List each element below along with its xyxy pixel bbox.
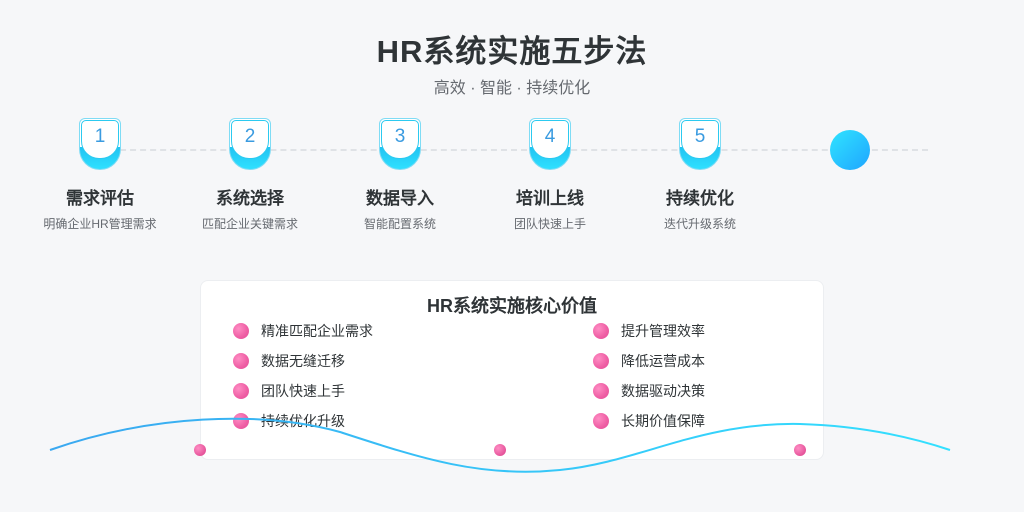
bullet-dot-icon: [233, 353, 249, 369]
step-title: 数据导入: [366, 189, 434, 208]
step-5: 5 持续优化 迭代升级系统: [620, 118, 780, 232]
value-label: 提升管理效率: [621, 323, 705, 339]
core-values-card: HR系统实施核心价值 精准匹配企业需求 数据无缝迁移 团队快速上手 持续优化升级…: [200, 280, 824, 460]
wave-dot: [194, 444, 206, 456]
step-title: 系统选择: [216, 189, 284, 208]
step-number: 2: [244, 126, 256, 147]
step-description: 智能配置系统: [363, 217, 436, 231]
step-description: 匹配企业关键需求: [201, 217, 298, 231]
page-subtitle: 高效 · 智能 · 持续优化: [433, 80, 591, 97]
step-description: 明确企业HR管理需求: [43, 217, 157, 231]
wave-dot: [794, 444, 806, 456]
step-2: 2 系统选择 匹配企业关键需求: [170, 118, 330, 232]
card-title: HR系统实施核心价值: [427, 296, 597, 316]
wave-line: [49, 417, 951, 473]
step-badge: 4: [529, 118, 571, 170]
step-1: 1 需求评估 明确企业HR管理需求: [20, 118, 180, 232]
step-badge: 1: [79, 118, 121, 170]
value-label: 持续优化升级: [261, 413, 345, 429]
timeline-end-dot: [830, 130, 870, 170]
value-label: 数据驱动决策: [621, 383, 705, 399]
step-number: 1: [94, 126, 106, 147]
step-title: 持续优化: [666, 189, 734, 208]
step-number: 4: [544, 126, 556, 147]
bullet-dot-icon: [593, 383, 609, 399]
step-title: 培训上线: [516, 189, 584, 208]
bullet-dot-icon: [233, 413, 249, 429]
bullet-dot-icon: [233, 323, 249, 339]
bullet-dot-icon: [233, 383, 249, 399]
step-number: 3: [394, 126, 406, 147]
step-badge: 2: [229, 118, 271, 170]
step-title: 需求评估: [66, 189, 134, 208]
step-number: 5: [694, 126, 706, 147]
page-title: HR系统实施五步法: [376, 34, 648, 69]
step-description: 团队快速上手: [513, 217, 586, 231]
value-label: 团队快速上手: [261, 383, 345, 399]
value-label: 降低运营成本: [621, 353, 705, 369]
value-label: 数据无缝迁移: [261, 353, 345, 369]
wave-dot: [494, 444, 506, 456]
step-badge: 5: [679, 118, 721, 170]
timeline-connector: [100, 149, 928, 151]
bullet-dot-icon: [593, 323, 609, 339]
step-badge: 3: [379, 118, 421, 170]
step-3: 3 数据导入 智能配置系统: [320, 118, 480, 232]
bullet-dot-icon: [593, 353, 609, 369]
value-label: 长期价值保障: [621, 413, 705, 429]
value-label: 精准匹配企业需求: [261, 323, 373, 339]
step-description: 迭代升级系统: [663, 217, 736, 231]
step-4: 4 培训上线 团队快速上手: [470, 118, 630, 232]
bullet-dot-icon: [593, 413, 609, 429]
